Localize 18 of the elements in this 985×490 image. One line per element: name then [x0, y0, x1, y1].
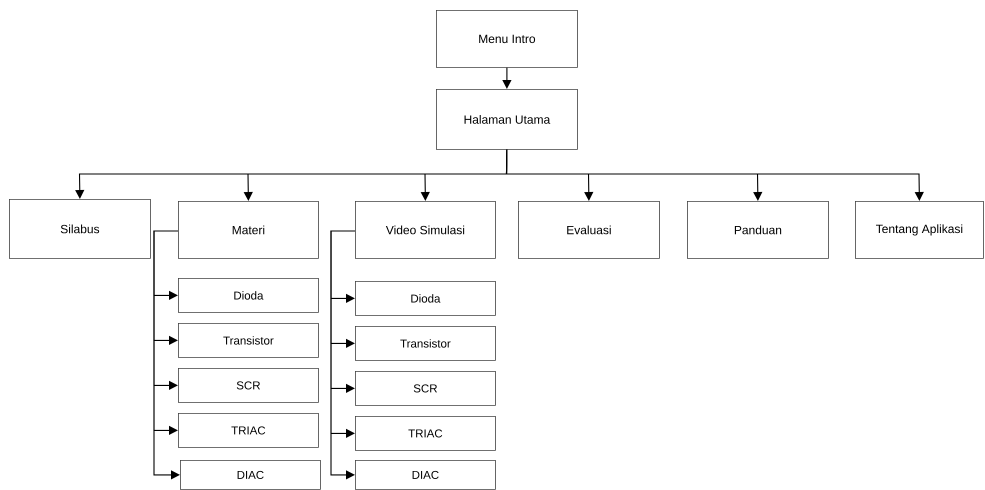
- process-box: TRIAC: [178, 413, 319, 448]
- process-box: Materi: [178, 201, 319, 259]
- process-box: Menu Intro: [436, 10, 578, 68]
- process-box: DIAC: [355, 460, 496, 490]
- process-box: Silabus: [9, 199, 151, 259]
- process-box: Transistor: [355, 326, 496, 361]
- process-box: Halaman Utama: [436, 89, 578, 150]
- process-box: Dioda: [178, 278, 319, 313]
- process-box: Tentang Aplikasi: [855, 201, 984, 259]
- process-box: Panduan: [687, 201, 829, 259]
- process-box: Dioda: [355, 281, 496, 316]
- process-box: Video Simulasi: [355, 201, 496, 259]
- process-box: SCR: [178, 368, 319, 403]
- process-box: SCR: [355, 371, 496, 406]
- process-box: TRIAC: [355, 416, 496, 451]
- process-box: Transistor: [178, 323, 319, 358]
- process-box: Evaluasi: [518, 201, 660, 259]
- process-box: DIAC: [180, 460, 321, 490]
